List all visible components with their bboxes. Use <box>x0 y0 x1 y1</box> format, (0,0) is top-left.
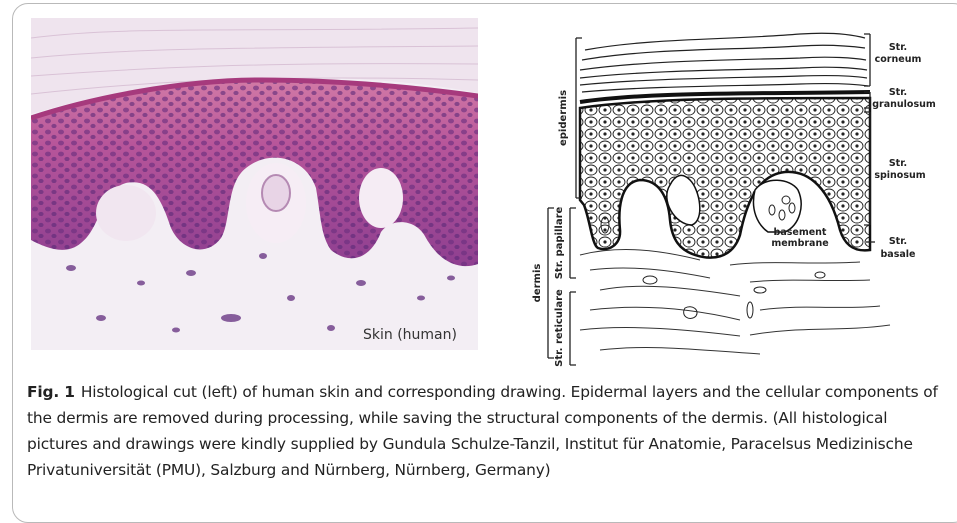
label-granulosum-2: granulosum <box>872 99 936 110</box>
label-str-reticulare: Str. reticulare <box>554 289 565 367</box>
label-basale-1: Str. <box>889 236 907 247</box>
label-granulosum-1: Str. <box>889 87 907 98</box>
label-epidermis: epidermis <box>558 90 569 146</box>
dermis-fibers <box>580 250 890 354</box>
label-basement-2: membrane <box>771 238 828 249</box>
histology-photo: Skin (human) <box>31 18 478 350</box>
stratum-corneum-lines <box>580 33 868 92</box>
schematic-drawing-svg: Str. corneum Str. granulosum Str. spinos… <box>500 20 957 375</box>
label-basement-1: basement <box>774 227 827 238</box>
label-spinosum-1: Str. <box>889 158 907 169</box>
histology-drawing: Str. corneum Str. granulosum Str. spinos… <box>500 20 957 375</box>
photo-label: Skin (human) <box>363 327 457 343</box>
label-dermis: dermis <box>532 264 543 303</box>
label-corneum-1: Str. <box>889 42 907 53</box>
label-spinosum-2: spinosum <box>874 170 925 181</box>
label-str-papillare: Str. papillare <box>554 206 565 279</box>
caption-text: Histological cut (left) of human skin an… <box>27 383 938 479</box>
histology-image: Skin (human) <box>31 18 478 350</box>
label-basale-2: basale <box>881 249 916 260</box>
epidermis-cells <box>580 98 870 258</box>
figure-number: Fig. 1 <box>27 383 75 401</box>
label-corneum-2: corneum <box>875 54 922 65</box>
